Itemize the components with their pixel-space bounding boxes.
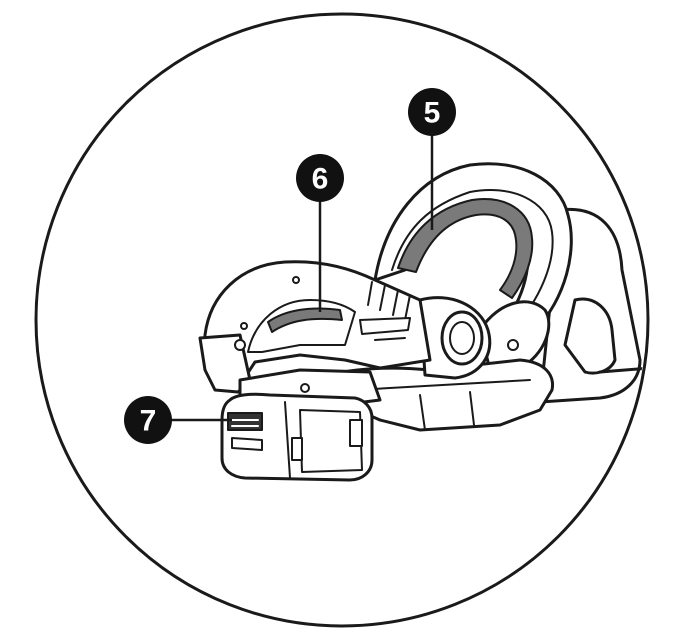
callout-label: 6 [312,163,329,196]
handle-pivot [418,296,492,380]
battery-release-button [227,412,263,431]
callout-7: 7 [124,396,172,444]
callout-label: 5 [424,97,441,130]
battery-pack [220,392,374,482]
front-handle-grip [267,307,343,333]
detail-circle [34,12,650,628]
front-handle [198,260,432,394]
rear-handle [373,162,573,372]
callout-label: 7 [140,405,157,438]
callout-5: 5 [408,88,456,136]
callout-6: 6 [296,154,344,202]
